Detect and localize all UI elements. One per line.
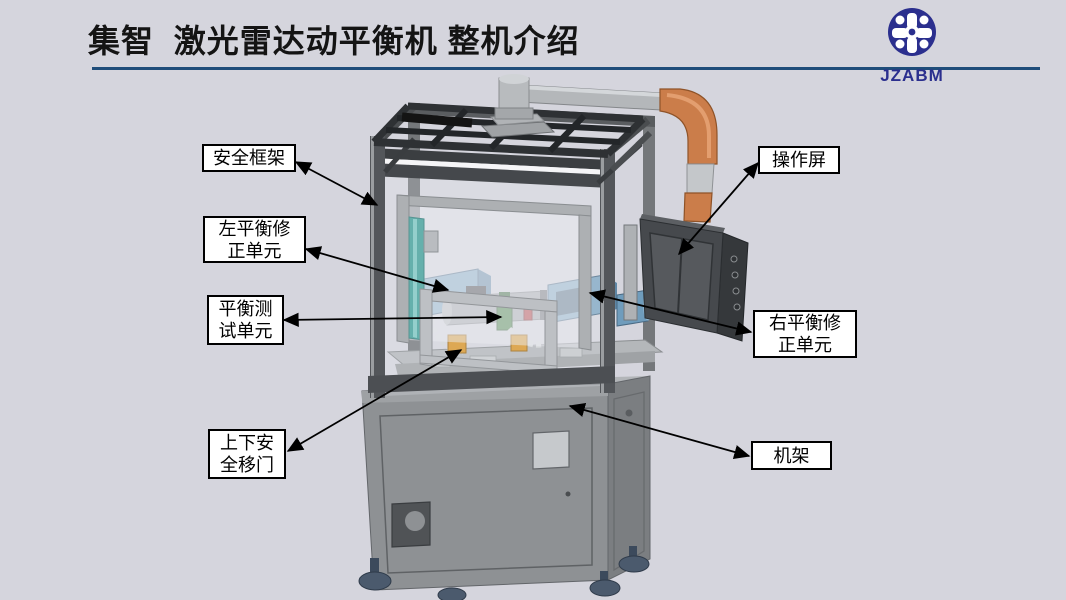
cable-duct — [659, 88, 718, 223]
label-balance-test-unit-text: 平衡测试单元 — [218, 299, 273, 341]
leveling-feet — [358, 546, 650, 600]
front-glass — [384, 152, 600, 396]
title-underline — [92, 67, 1040, 70]
page-title: 集智 激光雷达动平衡机 整机介绍 — [88, 23, 580, 59]
cabinet-vent-cutout — [532, 430, 570, 470]
callout-arrows — [282, 161, 759, 459]
label-right-correction-unit-text: 右平衡修正单元 — [769, 313, 841, 355]
callout-line-left-unit — [304, 246, 450, 293]
label-right-correction-unit: 右平衡修正单元 — [753, 310, 857, 358]
label-safety-door: 上下安全移门 — [208, 429, 286, 479]
label-balance-test-unit: 平衡测试单元 — [207, 295, 284, 345]
company-logo: JZABM — [866, 6, 958, 86]
label-left-correction-unit-text: 左平衡修正单元 — [218, 218, 291, 261]
callout-line-test-unit — [282, 310, 503, 327]
label-safety-frame: 安全框架 — [202, 144, 296, 172]
label-safety-frame-text: 安全框架 — [213, 148, 285, 168]
label-machine-frame: 机架 — [751, 441, 832, 470]
cabinet-base — [358, 375, 651, 600]
label-operation-screen: 操作屏 — [758, 146, 840, 174]
callout-line-machine-frame — [568, 403, 751, 459]
label-machine-frame-text: 机架 — [773, 445, 810, 466]
callout-line-safety-door — [286, 349, 463, 452]
label-safety-door-text: 上下安全移门 — [220, 433, 274, 475]
logo-icon — [888, 8, 936, 56]
callout-line-screen — [678, 161, 759, 256]
callout-line-right-unit — [588, 289, 753, 336]
label-operation-screen-text: 操作屏 — [772, 150, 826, 170]
monitor-arm — [480, 74, 662, 138]
callout-line-safety-frame — [294, 161, 379, 206]
label-left-correction-unit: 左平衡修正单元 — [203, 216, 306, 263]
logo-text: JZABM — [880, 66, 944, 85]
